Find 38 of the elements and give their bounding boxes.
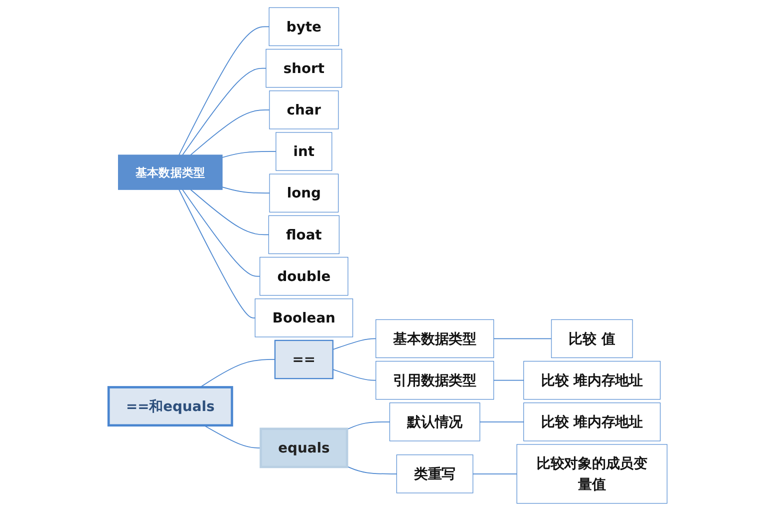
connector [346, 466, 398, 474]
node-box: equals [260, 427, 348, 468]
connector [222, 186, 270, 194]
node-box: double [260, 256, 348, 296]
connector [472, 472, 518, 474]
node-box: Boolean [254, 298, 354, 337]
node-box: 引用数据类型 [376, 360, 494, 400]
node-box: 比较对象的成员变量值 [516, 444, 668, 504]
node-box: 比较 堆内存地址 [524, 360, 661, 400]
node-box: long [269, 173, 339, 212]
connector [182, 67, 267, 155]
node-box: char [269, 90, 339, 129]
node-box: ==和equals [108, 386, 234, 426]
connector [204, 424, 262, 448]
node-box: 基本数据类型 [118, 154, 223, 190]
connector [222, 150, 277, 158]
connector [190, 108, 270, 155]
connector [182, 188, 260, 276]
node-box: 基本数据类型 [376, 318, 494, 358]
connector [332, 338, 376, 350]
connector [178, 188, 256, 318]
connector [332, 368, 376, 380]
node-box: short [266, 48, 342, 88]
node-box: 类重写 [396, 454, 474, 493]
connector [493, 338, 552, 339]
connector [200, 358, 276, 388]
node-box: int [276, 132, 332, 170]
connector [493, 379, 524, 380]
node-box: 默认情况 [390, 402, 480, 441]
node-box: 比较 堆内存地址 [524, 402, 661, 441]
node-box: byte [268, 6, 340, 46]
node-box: == [274, 339, 334, 379]
connector [346, 420, 390, 430]
node-box: 比较 值 [551, 318, 633, 358]
connector [190, 188, 270, 235]
connector [480, 420, 524, 422]
node-box: float [268, 214, 340, 254]
connector [178, 26, 270, 155]
